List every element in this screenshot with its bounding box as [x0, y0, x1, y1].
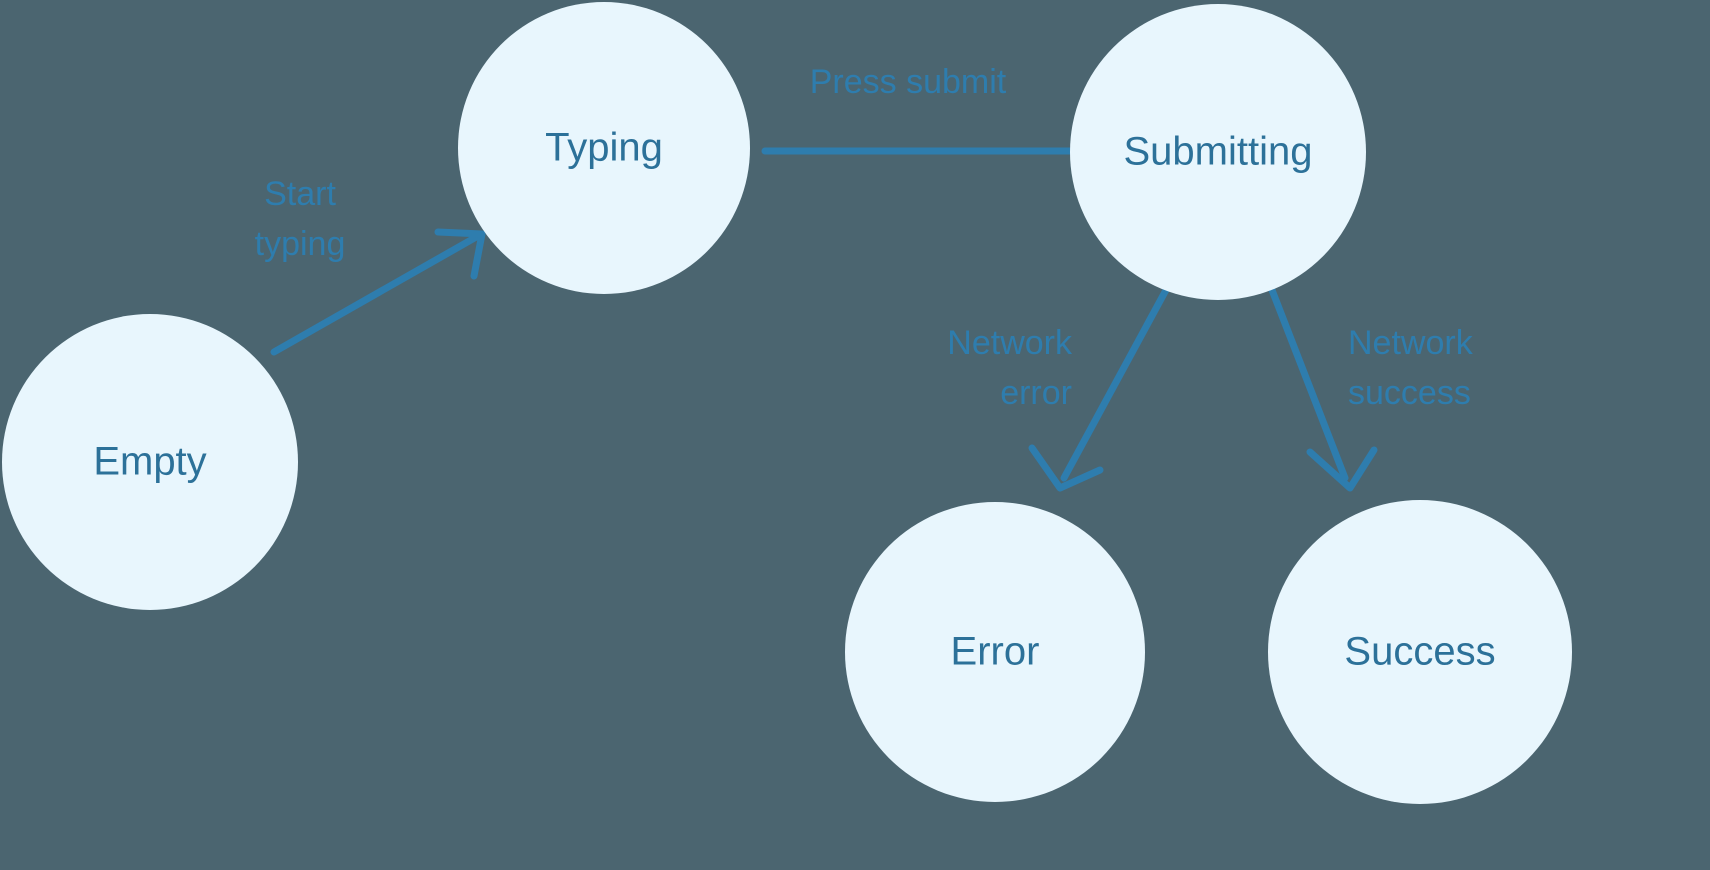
state-node-circle	[845, 502, 1145, 802]
state-node-label: Submitting	[1124, 130, 1313, 174]
edge-label-line: error	[1000, 374, 1072, 412]
arrowhead-icon	[434, 228, 486, 280]
edge-label-submitting-to-error: Network error	[947, 324, 1073, 412]
edge-label-line: success	[1348, 374, 1471, 412]
state-node-label: Typing	[545, 126, 663, 170]
edge-label-line: Network	[1348, 324, 1474, 362]
state-node-circle	[2, 314, 298, 610]
edge-label-line: Press submit	[810, 63, 1007, 101]
state-node-circle	[1070, 4, 1366, 300]
state-node-circle	[1268, 500, 1572, 804]
edge-label-line: typing	[255, 225, 346, 263]
edge-line-submitting-to-success	[1268, 286, 1349, 482]
state-node-typing[interactable]: Typing	[458, 2, 750, 294]
edge-label-empty-to-typing: Start typing	[255, 175, 346, 263]
state-node-label: Success	[1344, 630, 1495, 674]
state-node-success[interactable]: Success	[1268, 500, 1572, 804]
edge-label-line: Network	[947, 324, 1073, 362]
edge-empty-to-typing[interactable]: Start typing	[255, 175, 486, 356]
state-node-empty[interactable]: Empty	[2, 314, 298, 610]
arrowhead-icon	[1306, 446, 1378, 492]
edge-label-typing-to-submitting: Press submit	[810, 63, 1007, 101]
state-node-error[interactable]: Error	[845, 502, 1145, 802]
state-node-circle	[458, 2, 750, 294]
edge-label-line: Start	[264, 175, 336, 213]
edge-submitting-to-success[interactable]: Network success	[1268, 286, 1474, 492]
state-node-submitting[interactable]: Submitting	[1070, 4, 1366, 300]
arrowhead-icon	[1028, 444, 1104, 492]
edge-submitting-to-error[interactable]: Network error	[947, 286, 1170, 492]
state-node-label: Empty	[93, 440, 206, 484]
edge-label-submitting-to-success: Network success	[1348, 324, 1474, 412]
edge-line-empty-to-typing	[270, 232, 482, 356]
state-node-label: Error	[951, 630, 1040, 674]
edge-line-submitting-to-error	[1060, 286, 1170, 482]
